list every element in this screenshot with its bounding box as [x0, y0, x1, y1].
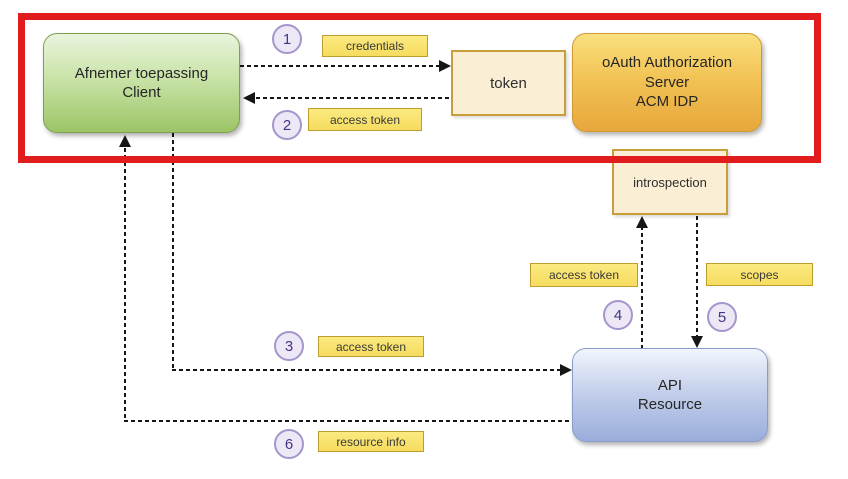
- arrowhead-step4: [636, 216, 648, 228]
- step-6-number: 6: [284, 435, 294, 453]
- node-auth-label-line3: ACM IDP: [635, 93, 699, 111]
- arrow-line-credentials: [240, 65, 440, 67]
- node-token: token: [451, 50, 566, 116]
- step-circle-2: 2: [272, 110, 302, 140]
- step-circle-4: 4: [603, 300, 633, 330]
- arrow-line-access-token-return: [256, 97, 451, 99]
- node-auth-label-line2: Server: [644, 73, 690, 91]
- node-client-label-line2: Client: [122, 84, 161, 101]
- arrow-line-step3-vertical: [172, 133, 174, 371]
- tag-resource-info: resource info: [318, 431, 424, 452]
- step-4-number: 4: [613, 306, 623, 324]
- tag-scopes: scopes: [706, 263, 813, 286]
- node-client-label-line1: Afnemer toepassing: [74, 64, 209, 82]
- arrow-line-step4: [641, 226, 643, 348]
- node-auth-server: oAuth Authorization Server ACM IDP: [572, 33, 762, 132]
- arrow-line-step6-horizontal: [124, 420, 572, 422]
- step-2-number: 2: [282, 116, 292, 134]
- node-introspection: introspection: [612, 149, 728, 215]
- node-client: Afnemer toepassing Client: [43, 33, 240, 133]
- step-3-number: 3: [284, 337, 294, 355]
- tag-access-token-3: access token: [318, 336, 424, 357]
- tag-access-token-2: access token: [308, 108, 422, 131]
- step-5-number: 5: [717, 308, 727, 326]
- node-api-label-line1: API: [657, 376, 683, 394]
- step-circle-6: 6: [274, 429, 304, 459]
- node-api-label-line2: Resource: [637, 396, 703, 413]
- step-circle-5: 5: [707, 302, 737, 332]
- node-introspection-label: introspection: [633, 174, 707, 190]
- arrowhead-step3: [560, 364, 572, 376]
- arrowhead-credentials: [439, 60, 451, 72]
- arrowhead-step5: [691, 336, 703, 348]
- arrow-line-step3-horizontal: [172, 369, 562, 371]
- arrowhead-access-token-return: [243, 92, 255, 104]
- arrow-line-step5: [696, 216, 698, 338]
- step-circle-1: 1: [272, 24, 302, 54]
- arrow-line-step6-vertical: [124, 148, 126, 422]
- step-1-number: 1: [282, 30, 292, 48]
- node-token-label: token: [490, 74, 527, 92]
- node-api-resource: API Resource: [572, 348, 768, 442]
- arrowhead-step6: [119, 135, 131, 147]
- node-auth-label-line1: oAuth Authorization: [601, 54, 733, 72]
- tag-credentials: credentials: [322, 35, 428, 57]
- step-circle-3: 3: [274, 331, 304, 361]
- tag-access-token-4: access token: [530, 263, 638, 287]
